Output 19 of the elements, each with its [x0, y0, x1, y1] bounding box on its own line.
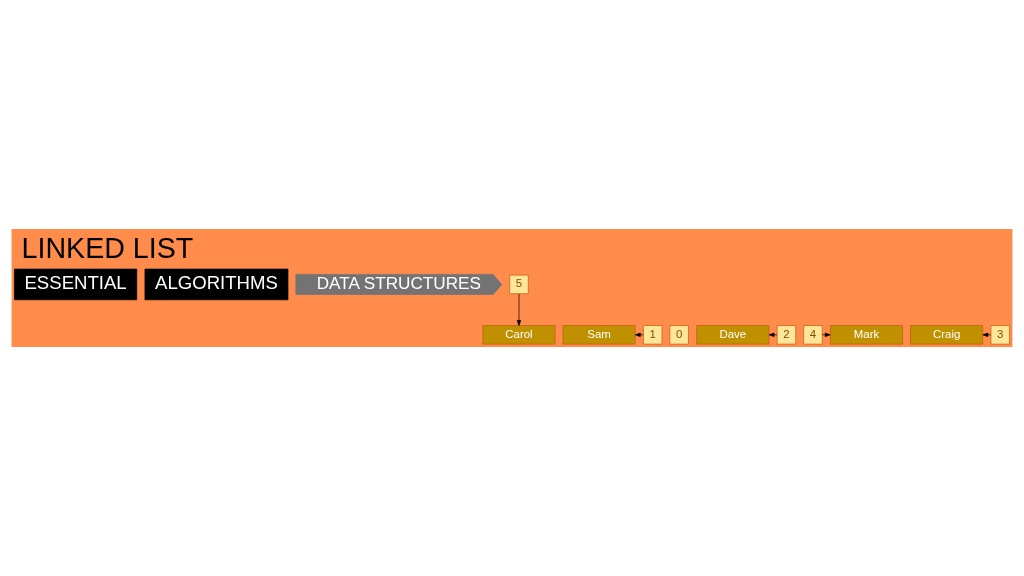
node-box: ALGORITHMS	[144, 268, 289, 301]
arrow	[634, 332, 644, 337]
arrow	[982, 332, 992, 337]
node-box: ESSENTIAL	[14, 268, 138, 301]
arrow	[821, 332, 831, 337]
node-box: 5	[509, 274, 529, 295]
node-box: 3	[990, 325, 1010, 345]
node-box: 0	[669, 325, 689, 345]
node-box: 4	[803, 325, 823, 345]
node-box: 2	[776, 325, 797, 345]
arrow	[516, 293, 522, 326]
node-box: Craig	[910, 325, 984, 345]
node-box: 1	[643, 325, 663, 345]
node-box: Sam	[562, 325, 636, 345]
node-box: Carol	[482, 325, 556, 345]
diagram-title: LINKED LIST	[21, 231, 194, 264]
node-box: Dave	[696, 325, 770, 345]
arrow	[768, 332, 778, 337]
node-box: Mark	[830, 325, 903, 345]
